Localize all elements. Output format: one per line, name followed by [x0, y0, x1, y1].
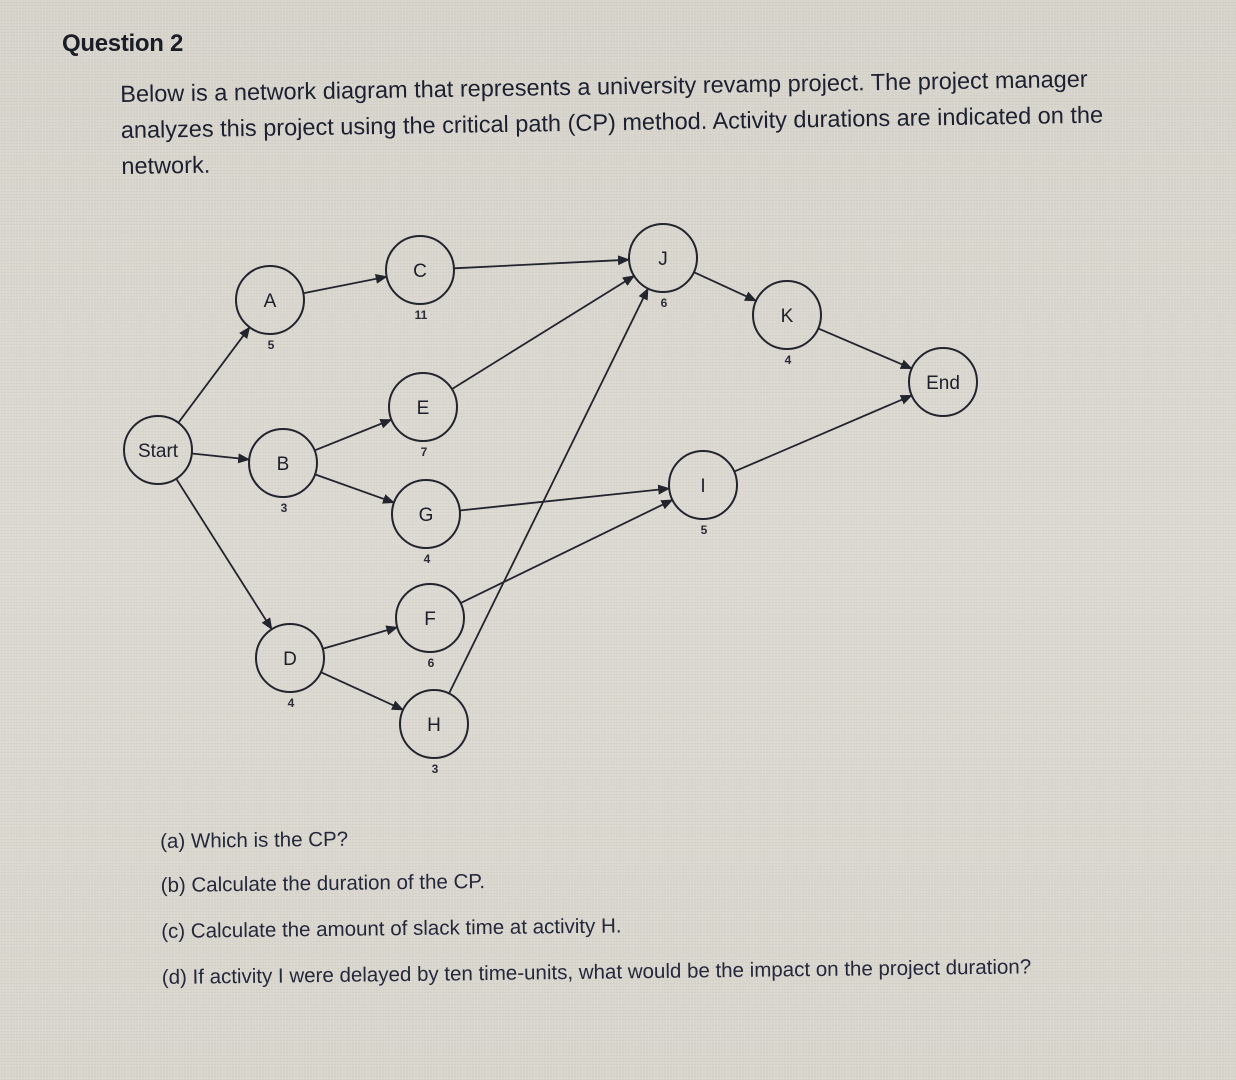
edge-c-to-j	[453, 255, 630, 270]
node-label: End	[926, 373, 960, 394]
node-circle	[235, 265, 305, 335]
node-label: C	[413, 261, 427, 282]
duration-label: 3	[432, 762, 439, 776]
duration-label: 6	[661, 296, 668, 310]
duration-label: 5	[268, 338, 275, 352]
edge-a-to-c	[303, 273, 388, 295]
duration-label: 11	[415, 308, 428, 322]
node-label: D	[283, 649, 297, 670]
edge-start-to-a	[177, 326, 251, 424]
node-j: J6	[628, 223, 698, 310]
edge-b-to-e	[314, 418, 393, 452]
node-circle	[385, 235, 455, 305]
node-circle	[123, 415, 193, 485]
question-c: (c) Calculate the amount of slack time a…	[161, 914, 622, 943]
node-circle	[395, 583, 465, 653]
edge-d-to-f	[322, 625, 399, 650]
node-c: C 11	[385, 235, 455, 322]
node-i: I5	[668, 450, 738, 537]
node-label: A	[264, 291, 277, 312]
duration-label: 4	[424, 552, 431, 566]
edge-f-to-i	[460, 499, 674, 604]
duration-label: 5	[701, 523, 708, 537]
node-circle	[752, 280, 822, 350]
node-label: B	[277, 454, 290, 475]
node-d: D4	[255, 623, 325, 710]
node-label: I	[700, 476, 705, 497]
node-circle	[399, 689, 469, 759]
duration-label: 4	[288, 696, 295, 710]
node-h: H3	[399, 689, 469, 776]
edge-h-to-j	[448, 287, 649, 694]
questions-list: (a) Which is the CP? (b) Calculate the d…	[160, 818, 1120, 989]
node-f: F6	[395, 583, 465, 670]
node-circle	[668, 450, 738, 520]
duration-label: 6	[428, 656, 435, 670]
edge-b-to-g	[314, 473, 395, 504]
node-circle	[255, 623, 325, 693]
node-label: J	[658, 249, 668, 270]
question-a: (a) Which is the CP?	[160, 827, 349, 853]
node-circle	[391, 479, 461, 549]
edge-start-to-b	[191, 452, 251, 464]
edge-k-to-end	[817, 327, 913, 370]
question-b: (b) Calculate the duration of the CP.	[160, 870, 486, 897]
edge-i-to-end	[733, 394, 913, 473]
node-circle	[908, 347, 978, 417]
node-end: End	[908, 347, 978, 417]
node-circle	[628, 223, 698, 293]
node-circle	[248, 428, 318, 498]
duration-label: 7	[421, 445, 428, 459]
node-label: H	[427, 715, 441, 736]
node-label: Start	[138, 441, 179, 462]
node-e: E7	[388, 372, 458, 459]
duration-label: 3	[281, 501, 288, 515]
node-a: A5	[235, 265, 305, 352]
question-title: Question 2	[62, 30, 184, 57]
node-label: K	[781, 306, 794, 327]
node-circle	[388, 372, 458, 442]
node-start: Start	[123, 415, 193, 485]
node-k: K4	[752, 280, 822, 367]
edge-e-to-j	[451, 275, 635, 390]
edge-g-to-i	[459, 484, 671, 512]
duration-label: 4	[785, 353, 792, 367]
question-d: (d) If activity I were delayed by ten ti…	[161, 955, 1032, 989]
node-label: E	[417, 398, 430, 419]
edge-d-to-h	[320, 671, 405, 711]
node-label: G	[419, 505, 434, 526]
edge-start-to-d	[175, 478, 273, 631]
node-label: F	[424, 609, 436, 630]
node-g: G4	[391, 479, 461, 566]
edges-layer	[175, 255, 913, 711]
edge-j-to-k	[693, 271, 758, 302]
node-b: B3	[248, 428, 318, 515]
